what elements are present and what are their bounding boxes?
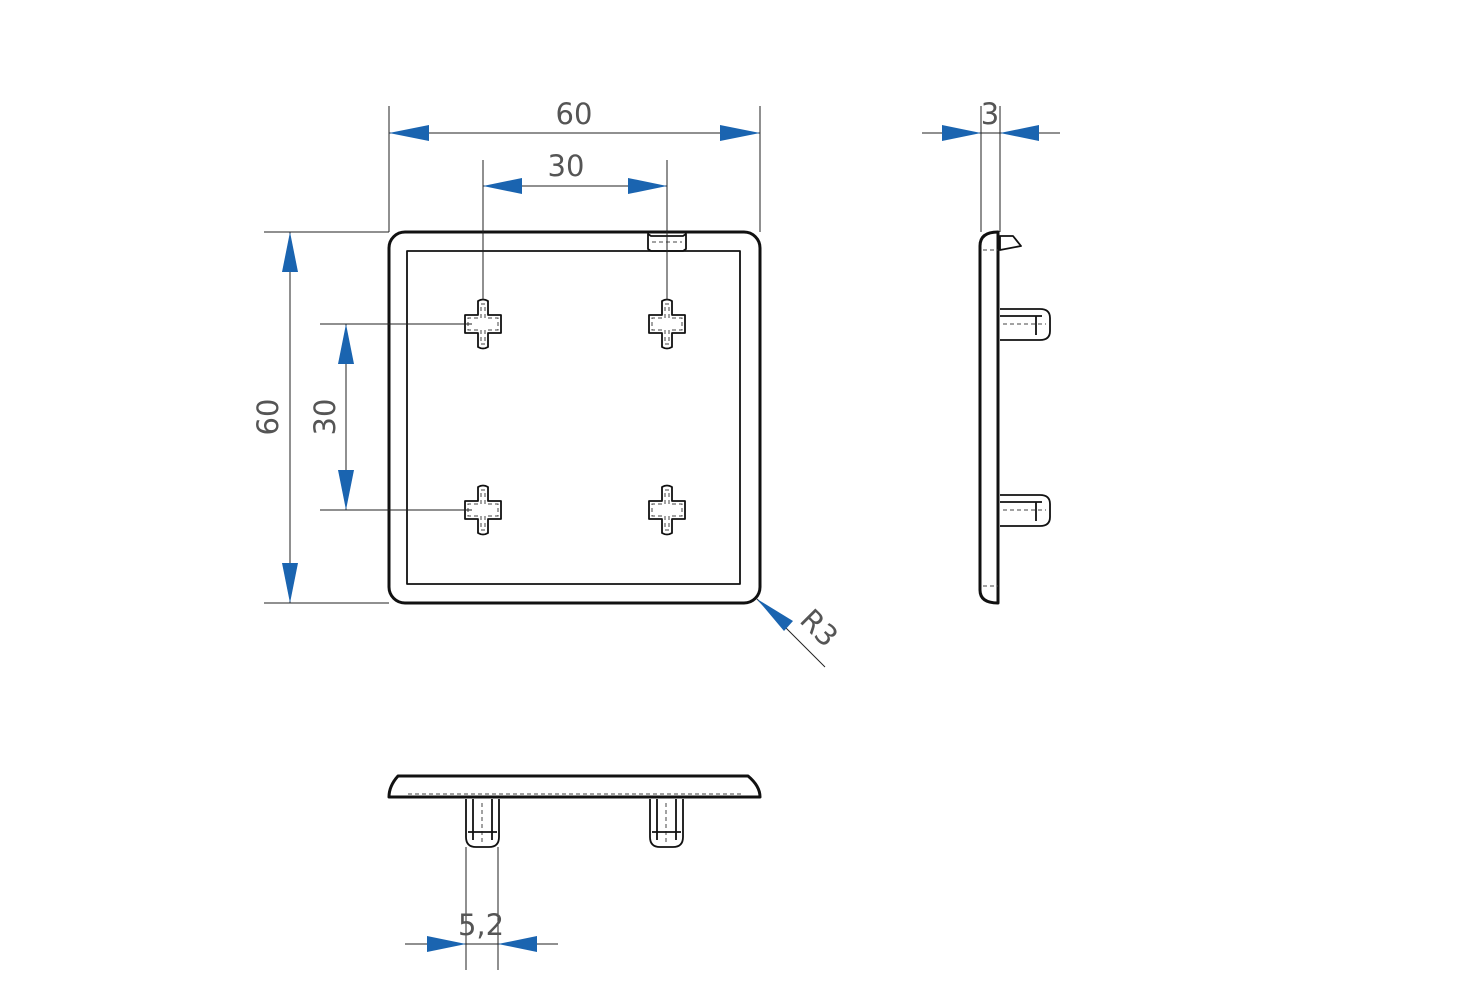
arrow <box>282 232 298 272</box>
dimension-thickness: 3 <box>922 97 1060 232</box>
arrow <box>338 470 354 510</box>
overall-height-label: 60 <box>251 399 285 436</box>
arrow <box>338 324 354 364</box>
cap-inner-outline <box>406 250 741 585</box>
front-view <box>387 230 762 605</box>
peg-spacing-horizontal-label: 30 <box>548 149 585 183</box>
peg-cross-bottom-right <box>648 484 686 536</box>
arrow <box>427 936 466 952</box>
arrow <box>389 125 429 141</box>
overall-width-label: 60 <box>556 97 593 131</box>
side-plate <box>978 230 1000 605</box>
arrow <box>1000 125 1039 141</box>
dimension-overall-width: 60 <box>388 97 761 232</box>
arrow <box>942 125 981 141</box>
dimension-peg-spacing-vertical: 30 <box>308 323 472 511</box>
bottom-peg-right <box>649 799 684 848</box>
peg-spacing-vertical-label: 30 <box>308 399 342 436</box>
top-tab <box>647 233 687 252</box>
corner-radius-label: R3 <box>793 602 844 653</box>
bottom-plate <box>387 774 762 799</box>
arrow <box>757 599 793 631</box>
dimension-overall-height: 60 <box>251 231 389 604</box>
arrow <box>628 178 667 194</box>
thickness-label: 3 <box>981 97 999 131</box>
side-view <box>978 230 1051 605</box>
arrow <box>498 936 537 952</box>
peg-cross-bottom-left <box>464 484 502 536</box>
bottom-view <box>387 774 762 848</box>
side-peg-upper <box>1000 308 1051 341</box>
arrow <box>483 178 522 194</box>
cap-outer-outline <box>387 230 762 605</box>
dimension-peg-spacing-horizontal: 30 <box>482 149 668 300</box>
arrow <box>720 125 760 141</box>
peg-width-label: 5,2 <box>458 908 504 942</box>
dimension-peg-width: 5,2 <box>405 847 558 970</box>
bottom-peg-left <box>465 799 500 848</box>
dimension-corner-radius: R3 <box>756 598 845 668</box>
peg-cross-top-right <box>648 298 686 350</box>
side-peg-lower <box>1000 494 1051 527</box>
arrow <box>282 563 298 603</box>
